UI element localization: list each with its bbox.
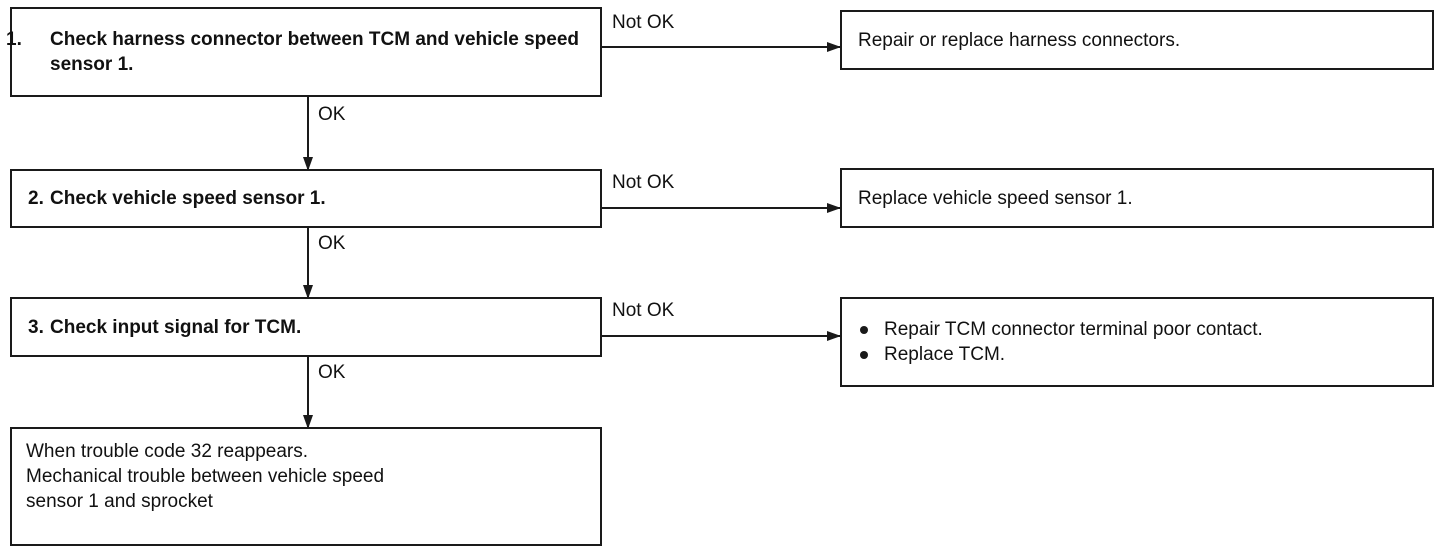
final-result-line: Mechanical trouble between vehicle speed — [26, 466, 385, 487]
step-3-ok-label: OK — [318, 362, 346, 383]
step-3-action-list: Repair TCM connector terminal poor conta… — [858, 317, 1263, 367]
step-2-ok-label: OK — [318, 233, 346, 254]
step-1-label: Check harness connector between TCM and … — [50, 29, 579, 75]
step-3-action-item: Replace TCM. — [858, 342, 1263, 367]
step-1-action-text: Repair or replace harness connectors. — [858, 29, 1181, 51]
step-3-action-box: Repair TCM connector terminal poor conta… — [840, 297, 1434, 387]
step-1-number: 1. — [6, 29, 22, 50]
step-1-not-ok-label: Not OK — [612, 12, 675, 33]
step-2-not-ok-label: Not OK — [612, 172, 675, 193]
final-result-box: When trouble code 32 reappears. Mechanic… — [10, 427, 602, 546]
step-1-ok-label: OK — [318, 104, 346, 125]
step-2-number: 2. — [28, 188, 44, 209]
step-1-text: 1. Check harness connector between TCM an… — [6, 27, 600, 77]
step-3-not-ok-label: Not OK — [612, 300, 675, 321]
step-3-label: Check input signal for TCM. — [50, 316, 302, 338]
step-2-action-text: Replace vehicle speed sensor 1. — [858, 187, 1133, 209]
step-3-number: 3. — [28, 316, 44, 338]
step-1-box: 1. Check harness connector between TCM an… — [6, 7, 602, 97]
step-1-action-box: Repair or replace harness connectors. — [840, 10, 1434, 70]
step-2-text: 2. Check vehicle speed sensor 1. — [28, 186, 326, 211]
step-3-action-item: Repair TCM connector terminal poor conta… — [858, 317, 1263, 342]
step-2-action-box: Replace vehicle speed sensor 1. — [840, 168, 1434, 228]
final-result-line: sensor 1 and sprocket — [26, 491, 213, 512]
step-3-box: 3. Check input signal for TCM. — [10, 297, 602, 357]
final-result-line: When trouble code 32 reappears. — [26, 441, 309, 462]
step-2-label: Check vehicle speed sensor 1. — [50, 188, 326, 209]
step-2-box: 2. Check vehicle speed sensor 1. — [10, 169, 602, 228]
step-3-text: 3. Check input signal for TCM. — [28, 315, 301, 340]
